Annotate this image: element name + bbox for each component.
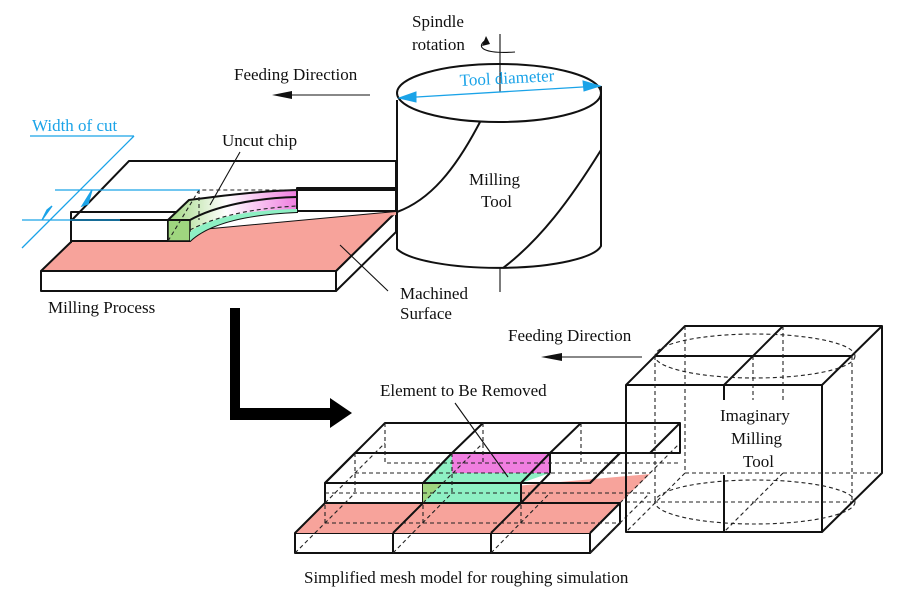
- spindle-rotation-label-1: Spindle: [412, 12, 464, 31]
- width-of-cut-label: Width of cut: [32, 116, 118, 135]
- machined-surface-label-1: Machined: [400, 284, 468, 303]
- milling-process-caption: Milling Process: [48, 298, 155, 317]
- cube-hidden-edges: [625, 326, 882, 533]
- stock-top: [70, 160, 397, 222]
- stock-front-right: [296, 189, 397, 212]
- milling-tool-label-1: Milling: [469, 170, 521, 189]
- feeding-direction-bottom-label: Feeding Direction: [508, 326, 632, 345]
- simplify-arrow: [230, 308, 352, 428]
- feeding-direction-top-label: Feeding Direction: [234, 65, 358, 84]
- mesh-model: Element to Be Removed Simplified mesh mo…: [294, 381, 681, 587]
- milling-tool: Spindle rotation Tool diameter Milling T…: [396, 12, 602, 292]
- mesh-model-caption: Simplified mesh model for roughing simul…: [304, 568, 629, 587]
- spindle-rotation-arrow: [482, 36, 490, 46]
- base-plate-front: [40, 270, 337, 292]
- stock-front-left: [70, 219, 169, 242]
- feeding-direction-top: Feeding Direction: [234, 65, 370, 99]
- spindle-rotation-label-2: rotation: [412, 35, 465, 54]
- workpiece-top: Width of cut Uncut chip Machined Surface…: [21, 116, 468, 323]
- tool-diameter-label: Tool diameter: [459, 66, 555, 90]
- element-to-be-removed-label: Element to Be Removed: [380, 381, 547, 400]
- uncut-chip-leader: [209, 151, 241, 206]
- width-of-cut-dimension: [21, 135, 200, 249]
- uncut-chip-label: Uncut chip: [222, 131, 297, 150]
- milling-tool-label-2: Tool: [481, 192, 512, 211]
- tool-top-ellipse: [396, 63, 602, 123]
- machined-surface-leader: [339, 244, 389, 292]
- imaginary-tool-label-2: Milling: [731, 429, 783, 448]
- imaginary-tool-label-3: Tool: [743, 452, 774, 471]
- bent-arrow-icon: [230, 308, 352, 428]
- mesh-hidden-edges: [294, 423, 681, 554]
- feeding-arrow-top-icon: [272, 91, 292, 99]
- tool-diameter-dimension: [397, 80, 602, 103]
- machined-surface-label-2: Surface: [400, 304, 452, 323]
- feeding-arrow-bottom-icon: [541, 353, 562, 361]
- element-leader: [454, 402, 509, 478]
- imaginary-tool-label-1: Imaginary: [720, 406, 790, 425]
- feeding-direction-bottom: Feeding Direction: [508, 326, 642, 361]
- imaginary-milling-tool: Imaginary Milling Tool: [625, 325, 883, 533]
